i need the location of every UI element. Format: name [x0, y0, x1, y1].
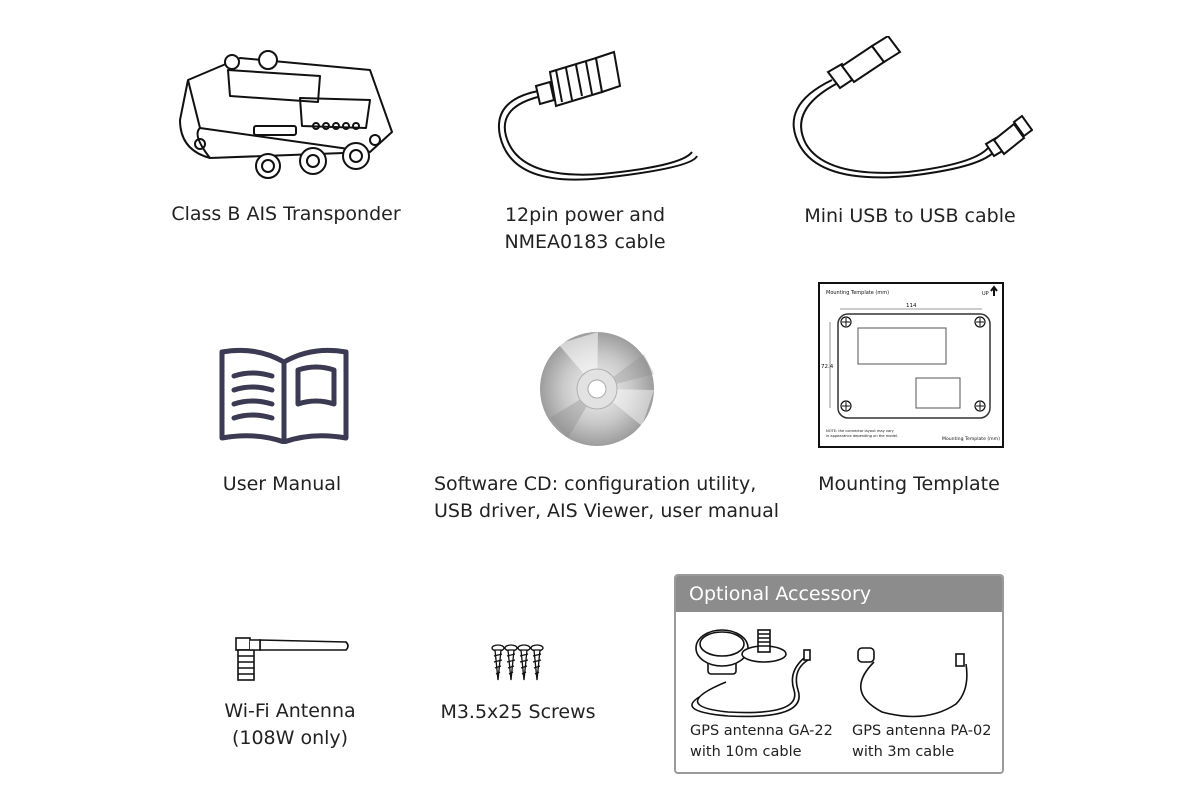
manual-label: User Manual [222, 473, 342, 495]
screws-label: M3.5x25 Screws [440, 701, 596, 723]
template-footer-title: Mounting Template (mm) [942, 436, 1000, 442]
template-inner-title: Mounting Template (mm) [826, 290, 889, 296]
power-cable-label-line1: 12pin power and [504, 204, 666, 226]
template-width-dim: 114 [906, 303, 917, 309]
book-icon [216, 344, 352, 448]
template-note-line1: NOTE: the connector layout may vary [826, 429, 895, 433]
template-up-label: UP [982, 291, 989, 297]
ga22-label-line1: GPS antenna GA-22 [690, 723, 833, 739]
transponder-label: Class B AIS Transponder [171, 203, 401, 225]
usb-cable-icon [788, 34, 1034, 188]
optional-accessory-title: Optional Accessory [676, 576, 1002, 612]
transponder-icon [170, 40, 402, 189]
wifi-label-line1: Wi-Fi Antenna [224, 700, 356, 722]
gps-antenna-ga22-icon [688, 620, 838, 724]
screws-icon [490, 644, 548, 686]
template-height-dim: 72.4 [821, 364, 834, 370]
cd-label-line2: USB driver, AIS Viewer, user manual [434, 500, 780, 522]
pa02-label-line1: GPS antenna PA-02 [852, 723, 992, 739]
cd-label-line1: Software CD: configuration utility, [434, 473, 757, 495]
ga22-label-line2: with 10m cable [690, 744, 802, 760]
usb-cable-label: Mini USB to USB cable [804, 205, 1016, 227]
wifi-antenna-icon [230, 634, 352, 688]
optional-accessory-panel: Optional Accessory GPS antenna GA-22 wit… [674, 574, 1004, 774]
wifi-label: Wi-Fi Antenna (108W only) [190, 698, 390, 752]
pa02-label-line2: with 3m cable [852, 744, 955, 760]
pa02-label: GPS antenna PA-02 with 3m cable [852, 721, 991, 763]
ga22-label: GPS antenna GA-22 with 10m cable [690, 721, 833, 763]
power-cable-label: 12pin power and NMEA0183 cable [470, 202, 700, 256]
mounting-template-icon: Mounting Template (mm) UP 114 72.4 NOTE:… [818, 282, 1004, 452]
template-label: Mounting Template [818, 473, 1000, 495]
power-cable-icon [492, 28, 707, 192]
power-cable-label-line2: NMEA0183 cable [504, 231, 666, 253]
cd-icon [538, 330, 656, 452]
wifi-label-line2: (108W only) [231, 727, 349, 749]
cd-label: Software CD: configuration utility, USB … [434, 471, 779, 525]
gps-antenna-pa02-icon [852, 642, 972, 726]
template-note-line2: in appearance depending on the model. [826, 434, 898, 438]
